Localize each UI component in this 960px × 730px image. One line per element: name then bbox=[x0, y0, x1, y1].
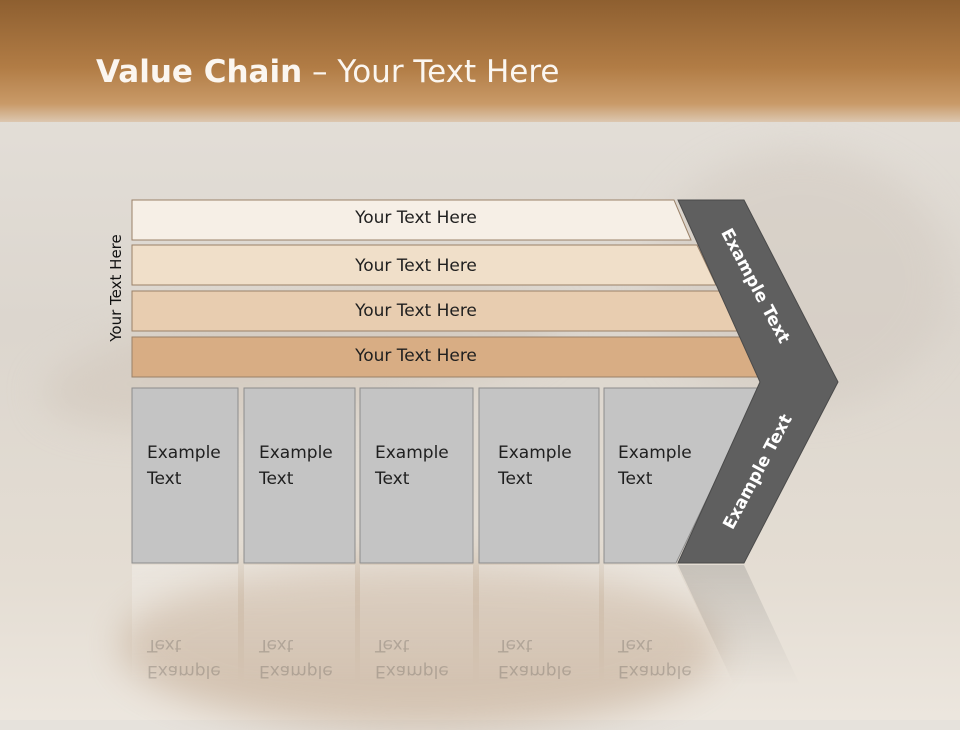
header-bar bbox=[0, 0, 960, 122]
title-rest: – Your Text Here bbox=[302, 54, 560, 90]
row-label-1: Your Text Here bbox=[355, 208, 477, 228]
column-box-1 bbox=[131, 387, 239, 564]
column-label-line: Example bbox=[375, 443, 449, 463]
row-bar-1 bbox=[131, 199, 692, 241]
column-box-4 bbox=[478, 387, 600, 564]
slide-title: Value Chain – Your Text Here bbox=[96, 54, 559, 90]
column-box-2 bbox=[243, 387, 356, 564]
column-label-line: Text bbox=[618, 469, 653, 489]
column-label-line: Text bbox=[259, 469, 294, 489]
column-label-line: Example bbox=[498, 443, 572, 463]
column-reflection bbox=[479, 565, 599, 685]
chevron-arrow bbox=[677, 199, 839, 564]
column-reflection bbox=[360, 565, 473, 685]
reflection-group bbox=[132, 565, 800, 685]
row-label-2: Your Text Here bbox=[355, 256, 477, 276]
column-label-line: Example bbox=[618, 443, 692, 463]
column-label-line: Text bbox=[498, 469, 533, 489]
column-reflection bbox=[244, 565, 355, 685]
column-label-line: Text bbox=[375, 469, 410, 489]
column-reflection bbox=[132, 565, 238, 685]
column-box-3 bbox=[359, 387, 474, 564]
column-reflection bbox=[604, 565, 735, 685]
chevron-reflection bbox=[678, 565, 800, 685]
column-label-line: Example bbox=[259, 443, 333, 463]
row-label-4: Your Text Here bbox=[355, 346, 477, 366]
row-label-3: Your Text Here bbox=[355, 301, 477, 321]
column-label-line: Example bbox=[147, 443, 221, 463]
column-label-line: Text bbox=[147, 469, 182, 489]
column-box-5 bbox=[603, 387, 761, 564]
title-bold: Value Chain bbox=[96, 54, 303, 90]
